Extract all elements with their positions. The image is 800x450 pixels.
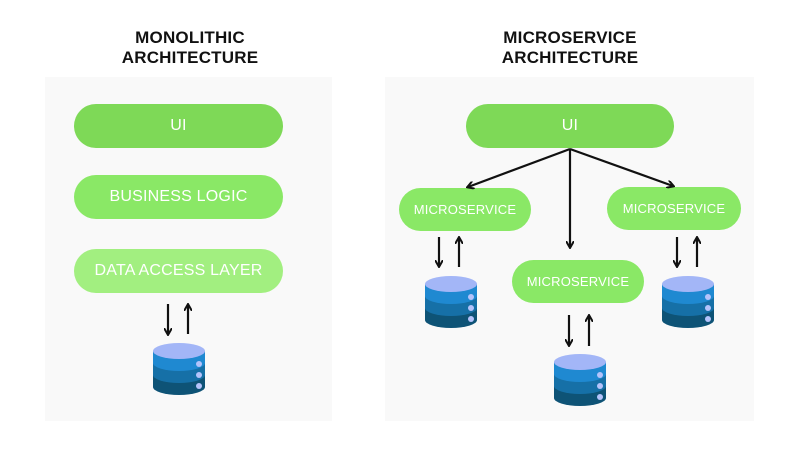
left-service-db-arrows <box>439 237 459 267</box>
microservice-title: MICROSERVICE ARCHITECTURE <box>470 28 670 68</box>
microservice-label: MICROSERVICE <box>622 201 726 216</box>
right-service-db-arrows <box>677 237 697 267</box>
database-icon <box>554 354 606 406</box>
ui-to-services-arrows <box>468 147 673 247</box>
arrow-to-right-service-icon <box>569 147 673 186</box>
monolithic-ui-layer: UI <box>74 104 283 148</box>
database-icon <box>425 276 477 328</box>
microservice-title-line2: ARCHITECTURE <box>501 48 639 67</box>
monolithic-title-line1: MONOLITHIC <box>135 28 245 47</box>
layer-label: BUSINESS LOGIC <box>109 188 248 205</box>
layer-label: UI <box>170 117 187 134</box>
database-icon <box>662 276 714 328</box>
microservice-right: MICROSERVICE <box>607 187 741 230</box>
monolithic-title: MONOLITHIC ARCHITECTURE <box>90 28 290 68</box>
microservice-label: MICROSERVICE <box>526 274 630 289</box>
microservice-label: MICROSERVICE <box>413 202 517 217</box>
microservice-ui: UI <box>466 104 674 148</box>
microservice-left: MICROSERVICE <box>399 188 531 231</box>
ui-label: UI <box>561 117 579 134</box>
microservice-title-line1: MICROSERVICE <box>503 28 637 47</box>
monolithic-db-arrows <box>168 304 188 334</box>
monolithic-business-logic-layer: BUSINESS LOGIC <box>74 175 283 219</box>
arrow-to-left-service-icon <box>468 147 571 187</box>
database-icon <box>153 343 205 395</box>
monolithic-title-line2: ARCHITECTURE <box>121 48 259 67</box>
monolithic-data-access-layer: DATA ACCESS LAYER <box>74 249 283 293</box>
center-service-db-arrows <box>569 315 589 346</box>
layer-label: DATA ACCESS LAYER <box>94 262 263 279</box>
microservice-center: MICROSERVICE <box>512 260 644 303</box>
